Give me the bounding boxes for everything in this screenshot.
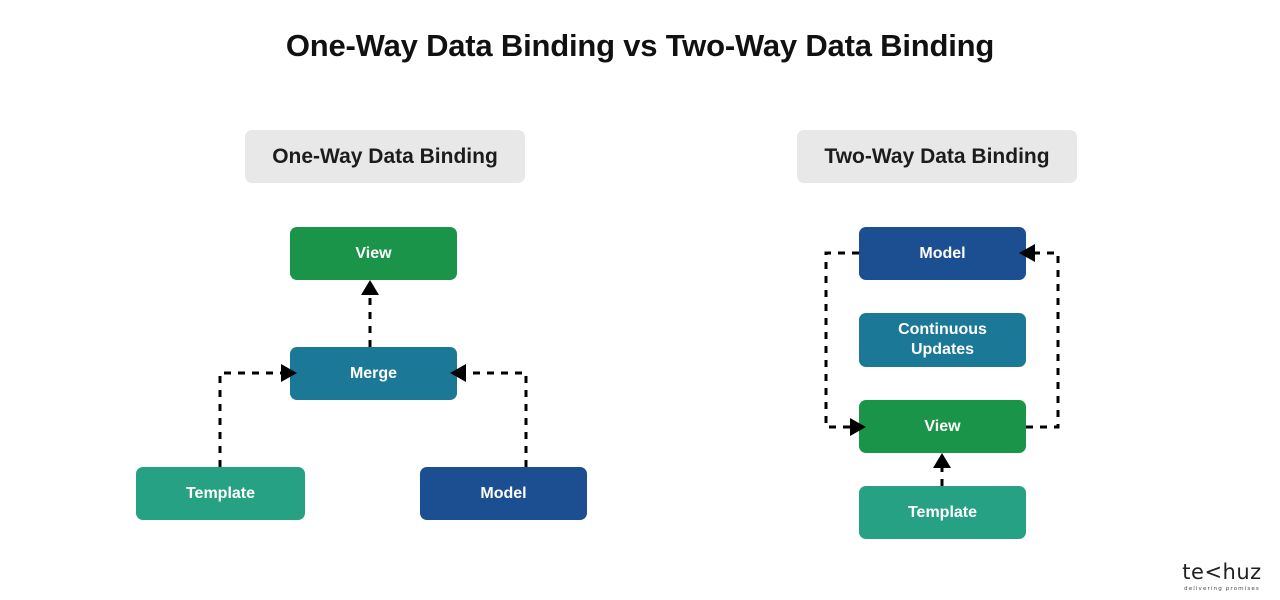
brand-wordmark-part1: te — [1182, 560, 1205, 584]
node-one-way-view: View — [290, 227, 457, 280]
section-header-one-way: One-Way Data Binding — [245, 130, 525, 183]
node-one-way-view-label: View — [355, 244, 392, 262]
connector-one-way-merge-to-view — [361, 280, 379, 347]
brand-chevron-icon: < — [1204, 560, 1223, 584]
node-one-way-model: Model — [420, 467, 587, 520]
arrowhead-icon — [361, 280, 379, 295]
section-header-two-way: Two-Way Data Binding — [797, 130, 1077, 183]
node-one-way-merge: Merge — [290, 347, 457, 400]
node-two-way-view-label: View — [924, 417, 961, 435]
arrowhead-icon — [933, 453, 951, 468]
node-two-way-template: Template — [859, 486, 1026, 539]
node-two-way-template-label: Template — [907, 503, 978, 521]
brand-wordmark-part2: huz — [1222, 560, 1262, 584]
node-two-way-model: Model — [859, 227, 1026, 280]
connector-one-way-model-to-merge — [450, 364, 528, 467]
node-two-way-view: View — [859, 400, 1026, 453]
brand-wordmark: te<huz — [1180, 562, 1264, 583]
continuous-updates-line-1: Continuous — [898, 321, 987, 338]
node-one-way-template-label: Template — [185, 484, 256, 502]
section-header-one-way-label: One-Way Data Binding — [272, 144, 498, 168]
brand-tagline: delivering promises — [1184, 586, 1260, 592]
connector-one-way-template-to-merge — [218, 364, 297, 467]
node-one-way-template: Template — [136, 467, 305, 520]
page-title: One-Way Data Binding vs Two-Way Data Bin… — [285, 28, 995, 63]
connector-two-way-template-to-view — [933, 453, 951, 486]
continuous-updates-line-2: Updates — [910, 341, 975, 358]
brand-logo: te<huz delivering promises — [1180, 562, 1264, 593]
node-one-way-merge-label: Merge — [349, 364, 398, 382]
node-two-way-continuous-updates-label: Continuous Updates — [898, 320, 987, 360]
node-one-way-model-label: Model — [480, 484, 527, 502]
node-two-way-continuous-updates: Continuous Updates — [859, 313, 1026, 367]
node-two-way-model-label: Model — [919, 244, 966, 262]
section-header-two-way-label: Two-Way Data Binding — [824, 144, 1050, 168]
